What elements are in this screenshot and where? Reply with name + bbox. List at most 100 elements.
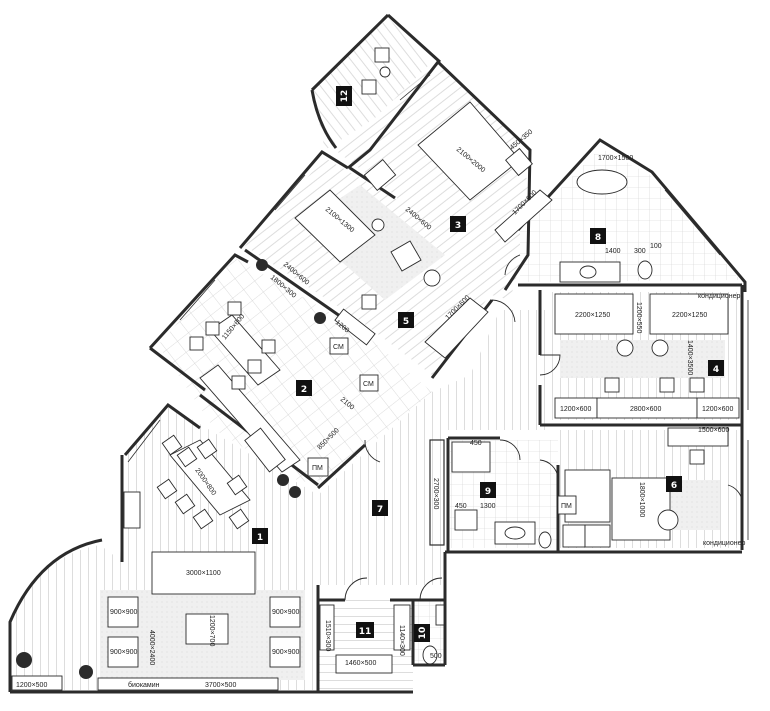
walls bbox=[8, 13, 747, 694]
room5-lamp bbox=[371, 218, 385, 232]
wall-living-left bbox=[123, 402, 201, 456]
master-armchair bbox=[363, 158, 397, 192]
door-bath-8 bbox=[504, 254, 521, 276]
window-living bbox=[127, 419, 161, 463]
floor-hall-7 bbox=[318, 310, 548, 585]
kitchen-chair-3 bbox=[227, 301, 242, 316]
armchair-d bbox=[269, 636, 301, 668]
room-badge-10: 10 bbox=[414, 624, 430, 642]
master-nightstand bbox=[505, 147, 533, 177]
dim-bath9-b: 450 bbox=[470, 440, 482, 447]
balcony12-chair-2 bbox=[361, 79, 377, 95]
dim-bath8-w: 300 bbox=[634, 248, 646, 255]
laundry-washer bbox=[329, 337, 349, 355]
wall-balcony-12 bbox=[310, 13, 442, 149]
window-bath8 bbox=[664, 189, 721, 256]
dim-bed-4-nightstand: 1200×550 bbox=[635, 302, 642, 333]
dim-balcony-bottom: 1200×500 bbox=[16, 682, 47, 689]
room-badge-6: 6 bbox=[666, 476, 682, 492]
room-badge-4: 4 bbox=[708, 360, 724, 376]
armchair-c bbox=[269, 596, 301, 628]
dim-room6-desk: 1500×600 bbox=[698, 427, 729, 434]
dining-chair-5 bbox=[174, 493, 196, 515]
room5-round-table bbox=[423, 269, 441, 287]
room6-chair bbox=[689, 449, 705, 465]
window-master bbox=[399, 74, 431, 101]
dim-armchair-b: 900×900 bbox=[110, 649, 138, 656]
svg-text:2: 2 bbox=[301, 385, 307, 395]
room6-lamp bbox=[657, 509, 679, 531]
wall-balcony-left bbox=[8, 538, 103, 692]
dim-sofa: 3000×1100 bbox=[186, 570, 221, 577]
bathtub bbox=[576, 169, 628, 195]
bed-4a bbox=[554, 293, 634, 335]
dining-chair-8 bbox=[228, 508, 250, 530]
room4-lamp-a bbox=[616, 339, 634, 357]
bath9-toilet bbox=[538, 531, 552, 549]
door-wc-10 bbox=[419, 577, 443, 601]
fridge bbox=[307, 457, 329, 477]
svg-text:12: 12 bbox=[340, 90, 350, 103]
dim-bathtub: 1700×1500 bbox=[598, 155, 633, 162]
fan-icon bbox=[256, 259, 268, 271]
wall-kitchen-outer bbox=[148, 253, 249, 350]
master-chest bbox=[494, 189, 553, 243]
kitchen-wall-unit bbox=[244, 427, 286, 473]
dim-bed-4a: 2200×1250 bbox=[575, 312, 610, 319]
room5-desk-chair bbox=[361, 294, 377, 310]
kitchen-chair-2 bbox=[205, 321, 220, 336]
svg-text:3: 3 bbox=[455, 221, 461, 231]
balcony-bench bbox=[11, 675, 63, 691]
dining-chair-4 bbox=[156, 478, 178, 500]
dim-rug-living: 4000×2400 bbox=[148, 630, 155, 665]
fan-icon bbox=[289, 486, 301, 498]
kitchen-chair-6 bbox=[231, 375, 246, 390]
door-room-4 bbox=[539, 354, 561, 376]
armchair-a bbox=[107, 596, 139, 628]
wc10-sink bbox=[435, 604, 445, 626]
bath9-dryer bbox=[557, 495, 577, 515]
room4-chair-b bbox=[659, 377, 675, 393]
dim-armchair-d: 900×900 bbox=[272, 649, 300, 656]
floor-bath-8 bbox=[520, 148, 740, 282]
furniture bbox=[11, 47, 740, 691]
wall-bath-8 bbox=[516, 138, 747, 292]
fan-icon bbox=[277, 474, 289, 486]
kitchen-island bbox=[209, 314, 281, 386]
svg-text:10: 10 bbox=[418, 627, 428, 640]
floor-balcony-left bbox=[12, 545, 120, 690]
label-washer: СМ bbox=[333, 344, 344, 351]
door-room-11 bbox=[344, 577, 368, 601]
dim-coffee-table: 1200×700 bbox=[208, 615, 215, 646]
dim-bath8-wc: 100 bbox=[650, 243, 662, 250]
dim-armchair-a: 900×900 bbox=[110, 609, 138, 616]
dim-bed-4-shelf: 1200×600 bbox=[702, 406, 733, 413]
room-badge-1: 1 bbox=[252, 528, 268, 544]
dim-bed-4-side: 1200×600 bbox=[560, 406, 591, 413]
room11-shelf-bottom bbox=[335, 654, 393, 674]
svg-text:11: 11 bbox=[359, 627, 372, 637]
bath9-washer bbox=[454, 509, 478, 531]
windows bbox=[127, 74, 749, 540]
room5-wardrobe bbox=[424, 297, 489, 359]
dim-hall7-wardrobe: 2700×300 bbox=[432, 478, 439, 509]
bed-room-5 bbox=[294, 189, 376, 263]
room6-side-a bbox=[562, 524, 586, 548]
svg-text:9: 9 bbox=[485, 487, 491, 497]
room4-chair-c bbox=[689, 377, 705, 393]
door-entry-right bbox=[727, 484, 743, 501]
room-badge-9: 9 bbox=[480, 482, 496, 498]
label-fridge: ПМ bbox=[312, 465, 323, 472]
kitchen-chair-1 bbox=[189, 336, 204, 351]
dim-bath9-a: 450 bbox=[455, 503, 467, 510]
dining-chair-1 bbox=[161, 434, 183, 456]
tv-unit bbox=[97, 677, 279, 691]
label-ac-2: кондиционер bbox=[703, 540, 745, 547]
side-cabinet bbox=[123, 491, 141, 529]
kitchen-chair-5 bbox=[247, 359, 262, 374]
room-badges: 1 2 3 4 5 6 7 8 9 10 11 12 bbox=[252, 86, 724, 642]
svg-text:1: 1 bbox=[257, 533, 263, 543]
window-kitchen bbox=[179, 279, 216, 321]
balcony12-table bbox=[379, 66, 391, 78]
dim-room6-bed: 1800×1000 bbox=[638, 482, 645, 517]
